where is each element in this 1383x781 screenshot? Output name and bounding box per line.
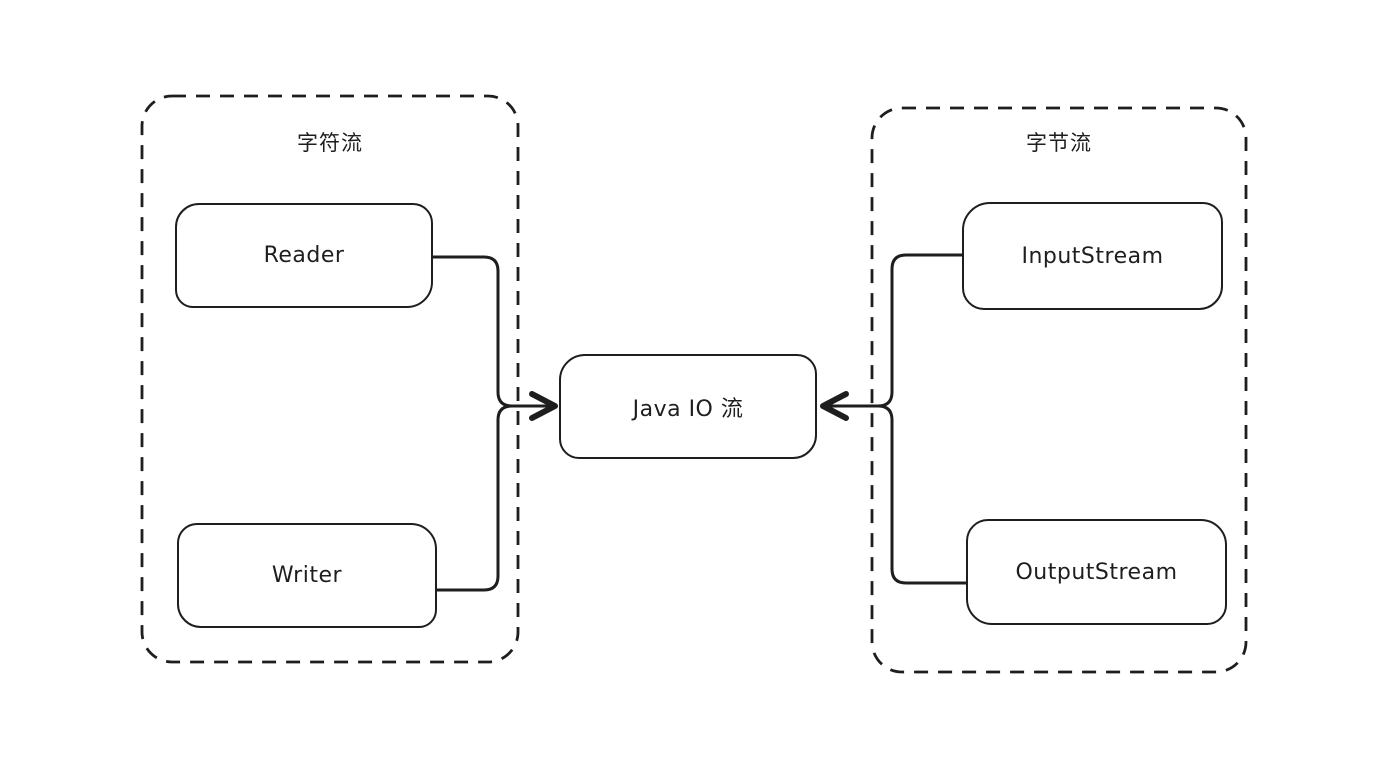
char-stream-group-label: 字符流 [297, 131, 363, 155]
reader-to-center-connector [431, 255, 550, 408]
writer-node-label: Writer [271, 563, 343, 588]
outputstream-to-center-connector [876, 404, 968, 585]
output-stream-node-label: OutputStream [1015, 559, 1178, 585]
java-io-center-node: Java IO 流 [559, 354, 817, 459]
output-stream-node: OutputStream [966, 519, 1227, 625]
writer-node: Writer [177, 523, 437, 628]
char-stream-group-outline [140, 94, 520, 664]
input-stream-node: InputStream [962, 202, 1223, 310]
writer-to-center-connector [435, 404, 514, 592]
reader-node-label: Reader [263, 243, 345, 268]
arrowhead-into-center-left [529, 391, 558, 421]
input-stream-node-label: InputStream [1021, 243, 1164, 269]
java-io-center-node-label: Java IO 流 [632, 396, 744, 422]
byte-stream-group-outline [870, 106, 1248, 674]
byte-stream-group-label: 字节流 [1026, 131, 1092, 155]
arrowhead-into-center-right [820, 391, 849, 421]
reader-node: Reader [175, 203, 433, 308]
inputstream-to-center-connector [828, 253, 964, 408]
